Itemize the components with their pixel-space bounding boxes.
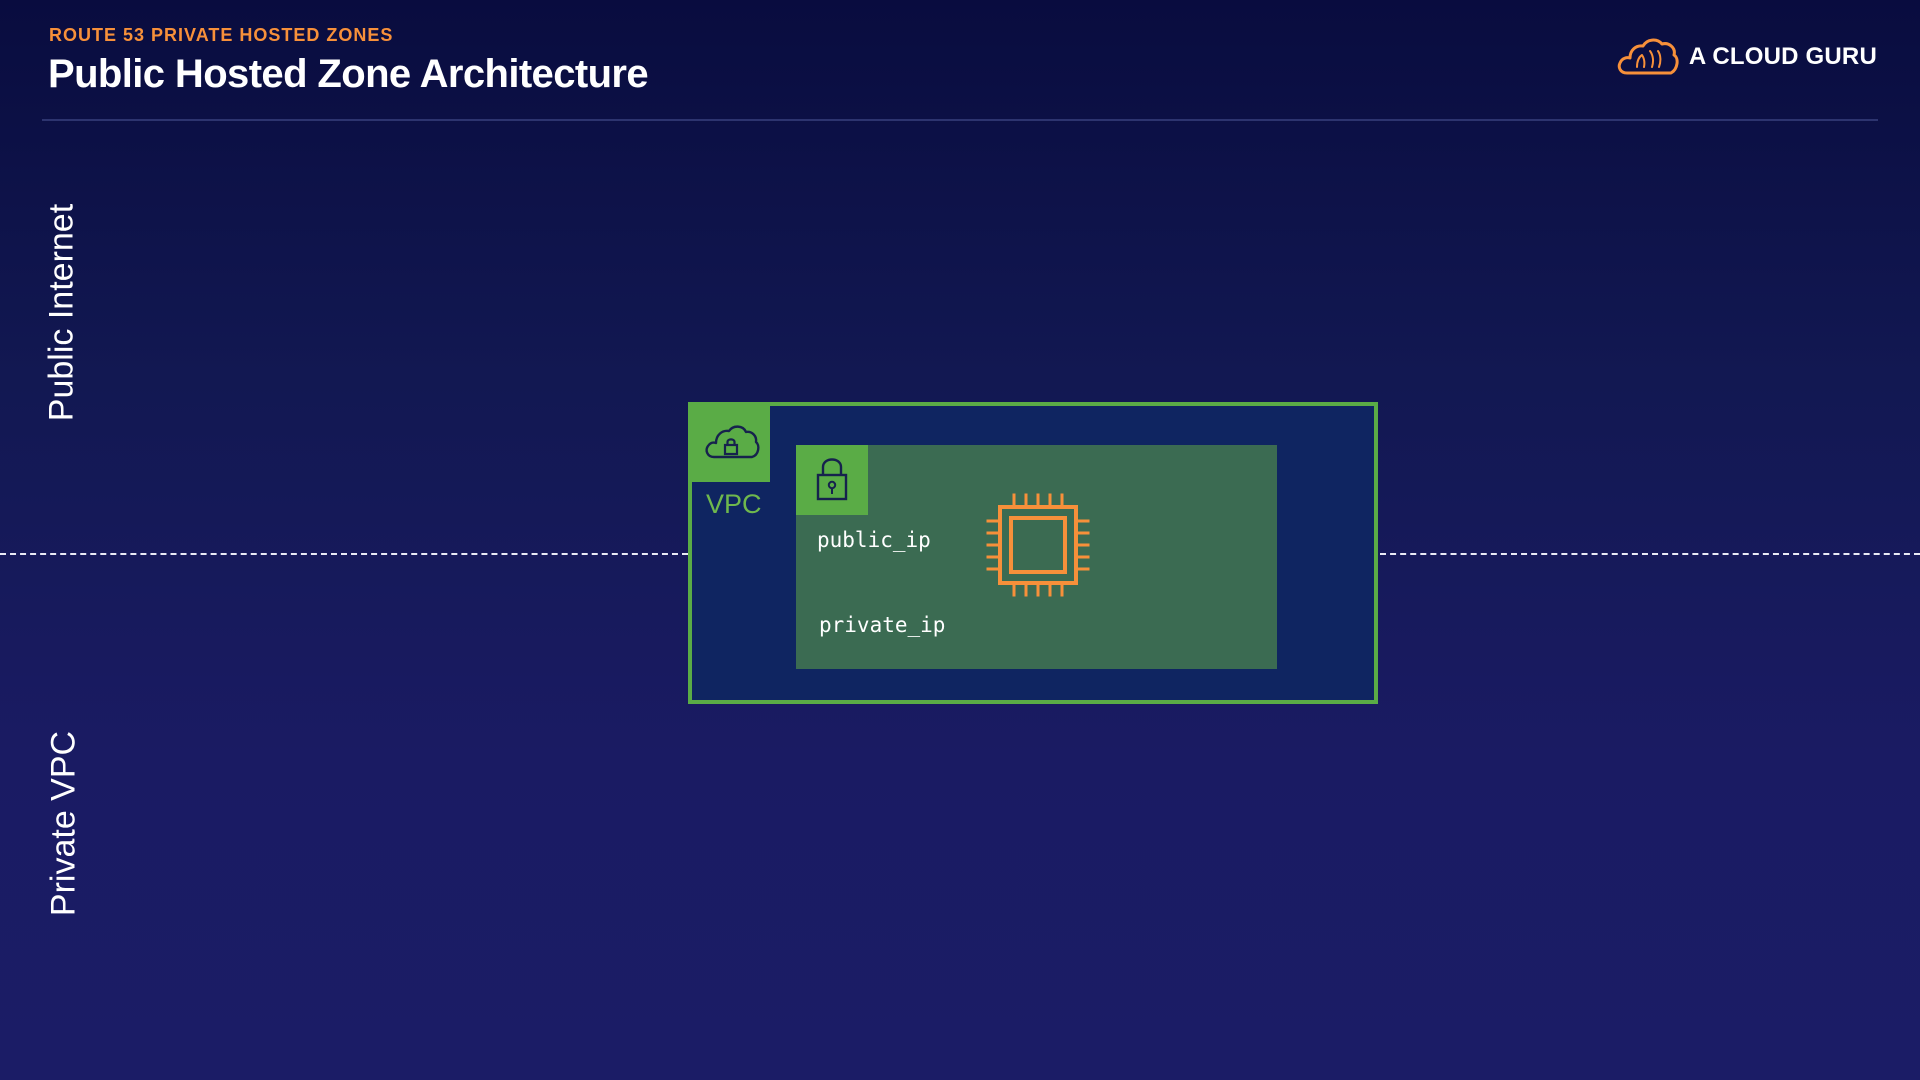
subnet-icon-badge bbox=[796, 445, 868, 515]
page-title: Public Hosted Zone Architecture bbox=[48, 52, 649, 96]
vpc-container: VPC public_ip private_ip bbox=[688, 402, 1378, 704]
public-ip-label: public_ip bbox=[817, 528, 931, 552]
padlock-icon bbox=[812, 453, 852, 508]
zone-label-private-vpc: Private VPC bbox=[44, 730, 83, 917]
header-divider bbox=[42, 119, 1878, 121]
vpc-label: VPC bbox=[706, 489, 762, 519]
vpc-cloud-lock-icon bbox=[702, 421, 760, 468]
private-ip-label: private_ip bbox=[819, 613, 946, 637]
zone-label-public-internet: Public Internet bbox=[42, 203, 81, 422]
boundary-line-right bbox=[1380, 553, 1920, 555]
cloud-logo-icon bbox=[1617, 37, 1679, 77]
boundary-line-left bbox=[0, 553, 688, 555]
brand-name: A CLOUD GURU bbox=[1688, 43, 1877, 70]
brand: A CLOUD GURU bbox=[1617, 37, 1877, 77]
vpc-icon-badge bbox=[692, 406, 770, 482]
section-eyebrow: ROUTE 53 PRIVATE HOSTED ZONES bbox=[49, 25, 394, 45]
public-subnet: public_ip private_ip bbox=[796, 445, 1277, 669]
ec2-chip-icon bbox=[984, 491, 1092, 599]
